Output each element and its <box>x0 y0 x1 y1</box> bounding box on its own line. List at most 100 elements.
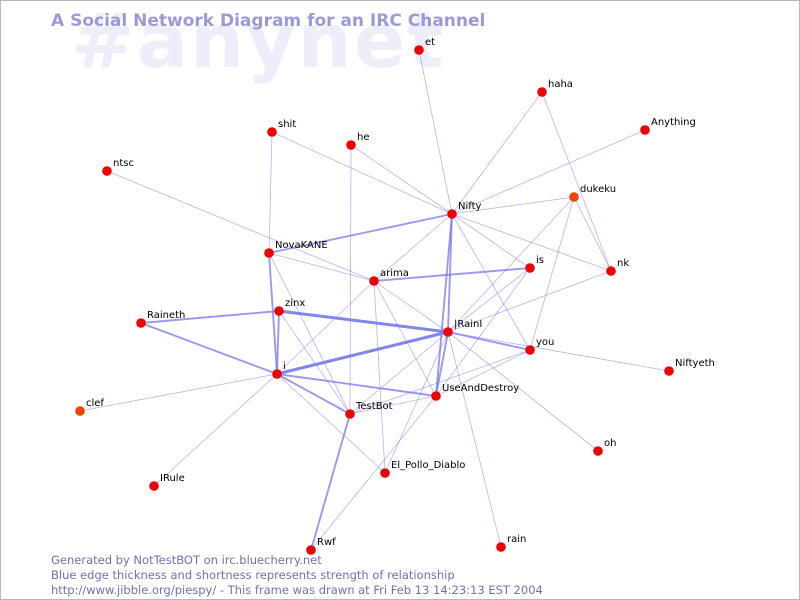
node-he: he <box>346 132 370 150</box>
node-label: you <box>536 337 554 348</box>
node-dot <box>369 276 379 286</box>
node-Nifty: Nifty <box>447 201 482 219</box>
footer-legend-note: Blue edge thickness and shortness repres… <box>51 568 455 582</box>
node-dot <box>593 446 603 456</box>
node-dot <box>496 542 506 552</box>
edge-layer <box>79 49 670 551</box>
node-dot <box>537 87 547 97</box>
node-label: Nifty <box>458 201 482 212</box>
node-label: Raineth <box>147 310 185 321</box>
edge-Nifty-IRainI <box>447 213 453 333</box>
node-label: Anything <box>651 117 696 128</box>
edge-arima-UseAndDestroy <box>373 280 437 397</box>
node-Raineth: Raineth <box>136 310 185 328</box>
edge-IRainI-Niftyeth <box>447 331 670 372</box>
edge-NovaKANE-TestBot <box>268 252 351 415</box>
edge-is-UseAndDestroy <box>435 267 531 397</box>
node-label: haha <box>548 79 573 90</box>
edge-TestBot-UseAndDestroy <box>349 395 437 415</box>
node-dot <box>346 140 356 150</box>
node-dot <box>606 266 616 276</box>
node-dot <box>525 345 535 355</box>
node-El_Pollo_Diablo: El_Pollo_Diablo <box>380 460 465 478</box>
node-dot <box>149 481 159 491</box>
node-label: et <box>425 37 435 48</box>
edge-i-IRule <box>153 373 278 487</box>
node-Rwf: Rwf <box>306 537 336 555</box>
edge-haha-nk <box>541 91 612 272</box>
footer-url-timestamp: http://www.jibble.org/piespy/ - This fra… <box>51 583 543 597</box>
node-label: is <box>536 255 544 266</box>
edge-you-TestBot <box>349 349 531 415</box>
edge-shit-Nifty <box>271 131 453 215</box>
node-dot <box>306 545 316 555</box>
node-dot <box>345 409 355 419</box>
edge-is-arima <box>373 267 531 282</box>
node-zinx: zinx <box>274 298 305 316</box>
node-label: shit <box>278 119 296 130</box>
edge-dukeku-IRainI <box>447 196 575 333</box>
edge-Nifty-arima <box>373 213 453 282</box>
node-i: i <box>272 361 286 379</box>
node-ntsc: ntsc <box>102 158 134 176</box>
edge-IRainI-TestBot <box>349 331 449 415</box>
edge-i-clef <box>79 373 278 412</box>
node-label: Rwf <box>317 537 336 548</box>
node-label: El_Pollo_Diablo <box>391 460 465 471</box>
node-dot <box>664 366 674 376</box>
edge-haha-Nifty <box>451 91 543 215</box>
node-label: UseAndDestroy <box>442 383 519 394</box>
footer-generated-by: Generated by NotTestBOT on irc.bluecherr… <box>51 553 322 567</box>
node-haha: haha <box>537 79 573 97</box>
edge-he-Nifty <box>350 144 453 215</box>
edge-arima-i <box>276 280 375 375</box>
edge-Nifty-UseAndDestroy <box>435 213 453 397</box>
node-label: clef <box>86 398 104 409</box>
node-Anything: Anything <box>640 117 696 135</box>
edge-Nifty-nk <box>451 213 612 272</box>
edge-zinx-TestBot <box>278 310 351 415</box>
node-oh: oh <box>593 438 616 456</box>
edge-arima-IRainI <box>373 280 449 333</box>
node-label: IRule <box>160 473 185 484</box>
node-you: you <box>525 337 554 355</box>
edge-shit-NovaKANE <box>268 131 273 254</box>
node-dot <box>75 406 85 416</box>
node-label: TestBot <box>355 401 393 412</box>
node-label: arima <box>380 268 409 279</box>
node-dot <box>380 468 390 478</box>
edge-Anything-Nifty <box>451 129 646 215</box>
edge-you-UseAndDestroy <box>435 349 531 397</box>
node-nk: nk <box>606 258 629 276</box>
node-dot <box>272 369 282 379</box>
node-label: oh <box>604 438 616 449</box>
footer: Generated by NotTestBOT on irc.bluecherr… <box>51 553 543 598</box>
edge-arima-El_Pollo_Diablo <box>373 280 386 474</box>
node-label: he <box>357 132 370 143</box>
node-arima: arima <box>369 268 409 286</box>
edge-is-IRainI <box>447 267 531 333</box>
node-IRainI: |RainI <box>443 319 482 337</box>
channel-watermark: #anynet <box>71 0 446 85</box>
node-dot <box>136 318 146 328</box>
node-Niftyeth: Niftyeth <box>664 358 715 376</box>
edge-IRainI-El_Pollo_Diablo <box>384 331 449 474</box>
node-label: |RainI <box>454 319 482 330</box>
edge-IRainI-i <box>275 330 450 376</box>
edge-NovaKANE-i <box>268 252 278 375</box>
node-dot <box>443 327 453 337</box>
edge-ntsc-arima <box>106 170 375 282</box>
diagram-title: A Social Network Diagram for an IRC Chan… <box>51 11 486 31</box>
edge-dukeku-Nifty <box>451 196 575 215</box>
node-dot <box>274 306 284 316</box>
node-UseAndDestroy: UseAndDestroy <box>431 383 519 401</box>
edge-zinx-i <box>276 310 280 375</box>
node-label: dukeku <box>580 184 616 195</box>
edge-IRainI-rain <box>447 331 502 548</box>
node-layer: ethahaAnythingshithentscdukekuNiftyNovaK… <box>75 37 715 555</box>
edge-et-Nifty <box>418 49 453 215</box>
node-label: ntsc <box>113 158 134 169</box>
edge-zinx-IRainI <box>277 309 450 334</box>
